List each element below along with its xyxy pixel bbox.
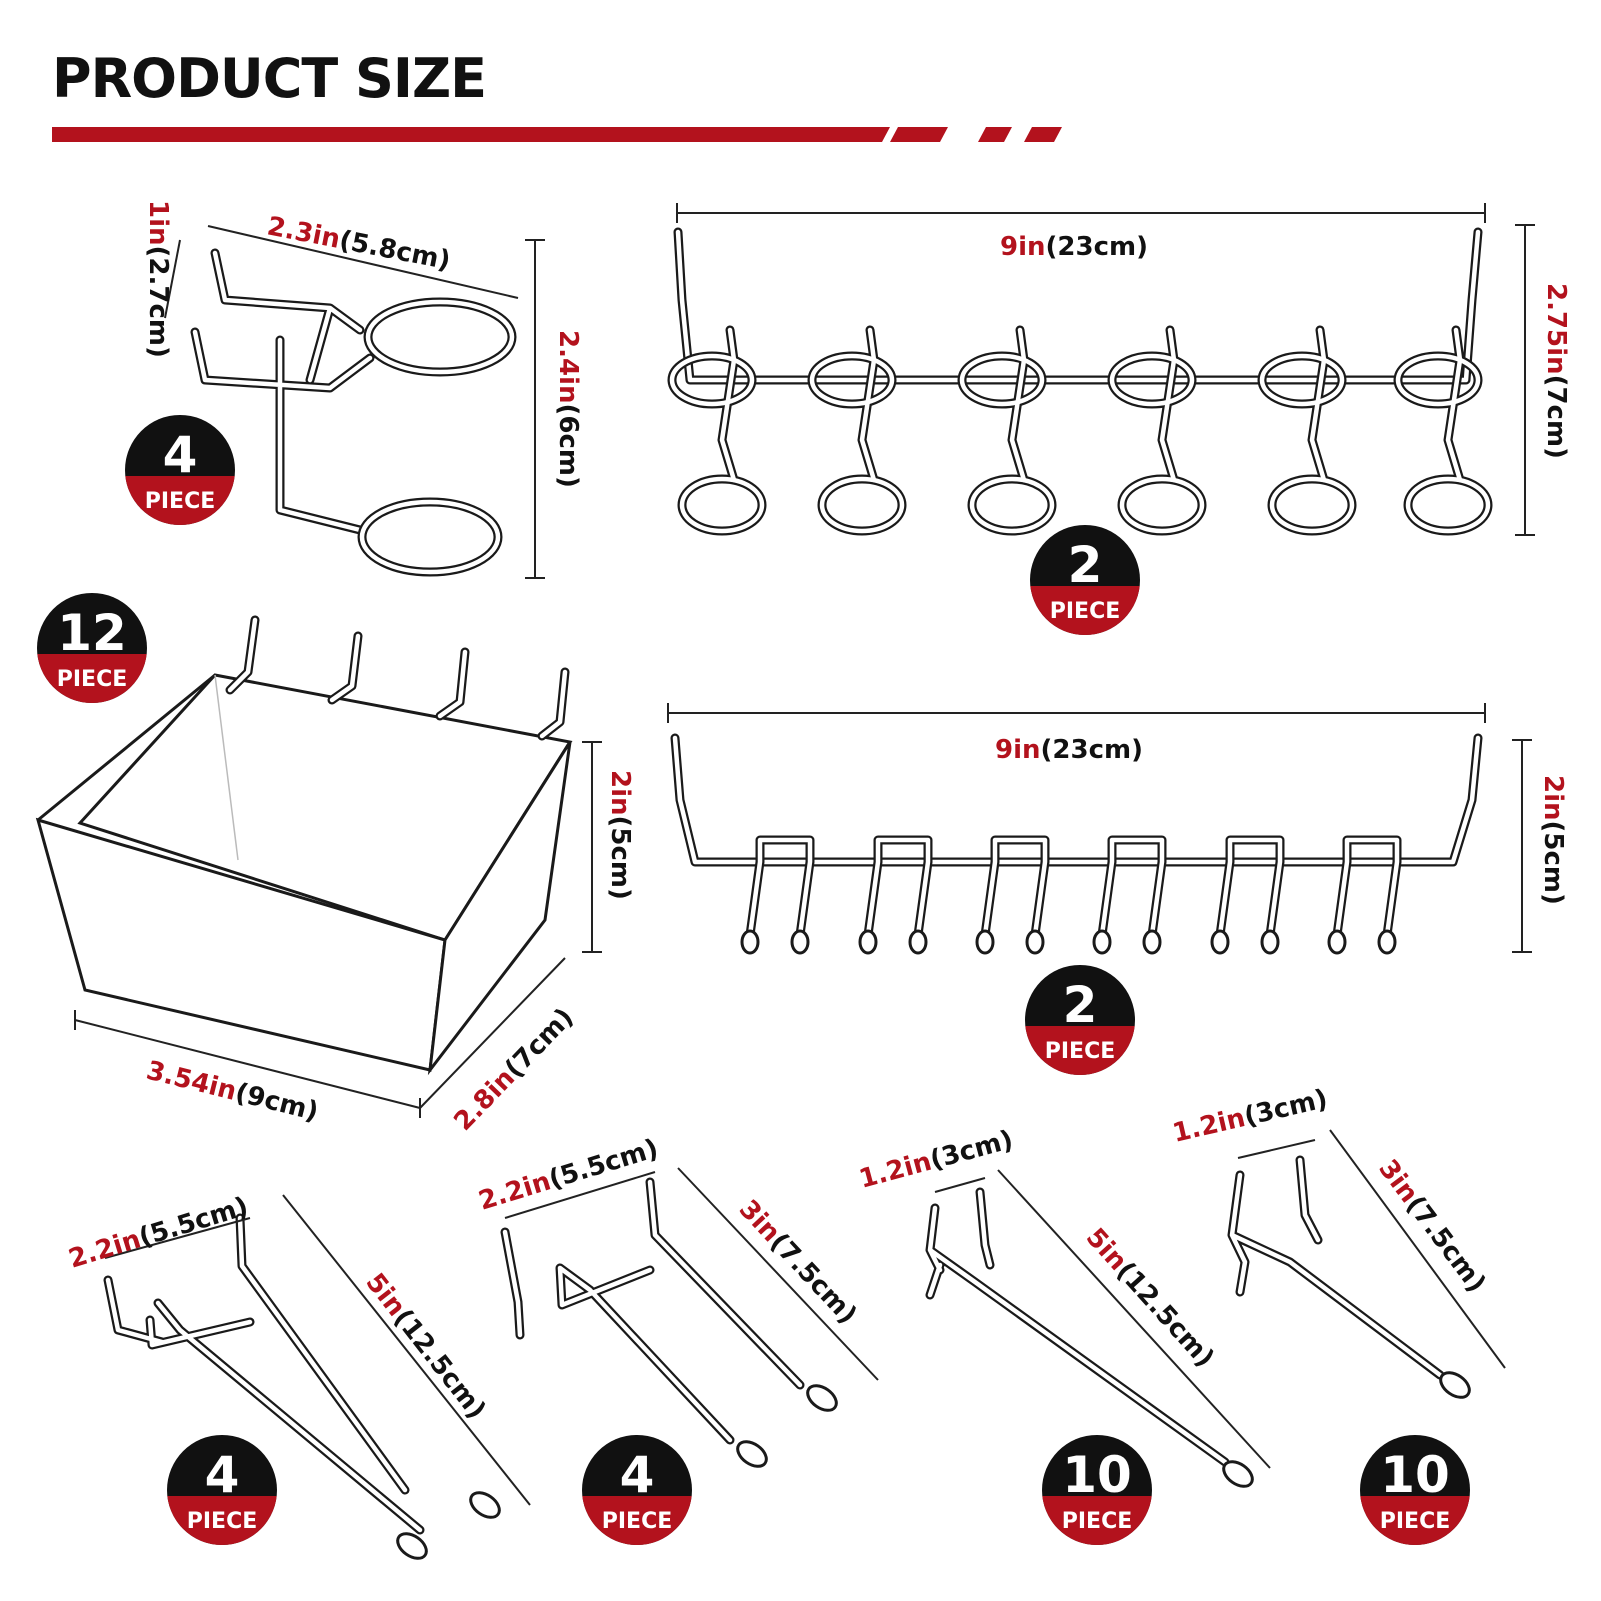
short-single-hook-illustration xyxy=(1227,1155,1471,1399)
ring-rack-illustration xyxy=(667,227,1493,536)
hook-rack-illustration xyxy=(670,733,1483,955)
bin-height-dimension: 2in(5cm) xyxy=(605,770,635,900)
hook-a-width-dimension: 2.2in(5.5cm) xyxy=(65,1192,251,1275)
hook-d-length-dimension: 3in(7.5cm) xyxy=(1372,1154,1491,1298)
badge-label: PIECE xyxy=(602,1509,673,1534)
bottom-hooks-dimension-lines xyxy=(104,1129,1506,1506)
hook-d-width-dimension: 1.2in(3cm) xyxy=(1170,1084,1331,1149)
badge-count: 4 xyxy=(205,1446,240,1504)
holder-dimension-lines xyxy=(164,225,545,579)
ring-rack-height-dimension: 2.75in(7cm) xyxy=(1541,283,1571,459)
ring-rack-width-dimension: 9in(23cm) xyxy=(1000,232,1148,262)
hook-b-width-dimension: 2.2in(5.5cm) xyxy=(475,1134,661,1217)
bin-dimension-lines xyxy=(74,741,602,1118)
double-ring-holder-illustration xyxy=(190,248,517,577)
page-title: PRODUCT SIZE xyxy=(52,47,487,110)
badge-count: 10 xyxy=(1380,1446,1450,1504)
hook-b-length-dimension: 3in(7.5cm) xyxy=(733,1194,863,1330)
badge-count: 12 xyxy=(57,604,127,662)
long-single-hook-illustration xyxy=(925,1187,1254,1488)
badge-label: PIECE xyxy=(1045,1039,1116,1064)
badge-label: PIECE xyxy=(57,667,128,692)
hook-rack-width-dimension: 9in(23cm) xyxy=(995,735,1143,765)
badge-label: PIECE xyxy=(1062,1509,1133,1534)
hook-rack-dimension-lines xyxy=(667,703,1532,953)
long-double-hook-illustration xyxy=(103,1213,501,1560)
badge-count: 4 xyxy=(620,1446,655,1504)
title-underline xyxy=(52,127,1062,142)
hook-c-width-dimension: 1.2in(3cm) xyxy=(856,1125,1016,1195)
badge-count: 2 xyxy=(1068,536,1103,594)
pegboard-bin-illustration xyxy=(35,615,573,1076)
ring-rack-dimension-lines xyxy=(676,203,1535,536)
bin-width-dimension: 3.54in(9cm) xyxy=(143,1056,321,1128)
holder-height-dimension: 2.4in(6cm) xyxy=(553,330,583,488)
hook-a-length-dimension: 5in(12.5cm) xyxy=(359,1268,491,1425)
badge-label: PIECE xyxy=(145,489,216,514)
badge-count: 4 xyxy=(163,426,198,484)
badge-count: 10 xyxy=(1062,1446,1132,1504)
hook-c-length-dimension: 5in(12.5cm) xyxy=(1080,1223,1220,1374)
holder-depth-dimension: 1in(2.7cm) xyxy=(143,200,173,358)
short-double-hook-illustration xyxy=(500,1177,838,1468)
badge-label: PIECE xyxy=(187,1509,258,1534)
hook-rack-height-dimension: 2in(5cm) xyxy=(1538,775,1568,905)
badge-count: 2 xyxy=(1063,976,1098,1034)
holder-width-dimension: 2.3in(5.8cm) xyxy=(265,211,453,276)
badge-label: PIECE xyxy=(1380,1509,1451,1534)
badge-label: PIECE xyxy=(1050,599,1121,624)
